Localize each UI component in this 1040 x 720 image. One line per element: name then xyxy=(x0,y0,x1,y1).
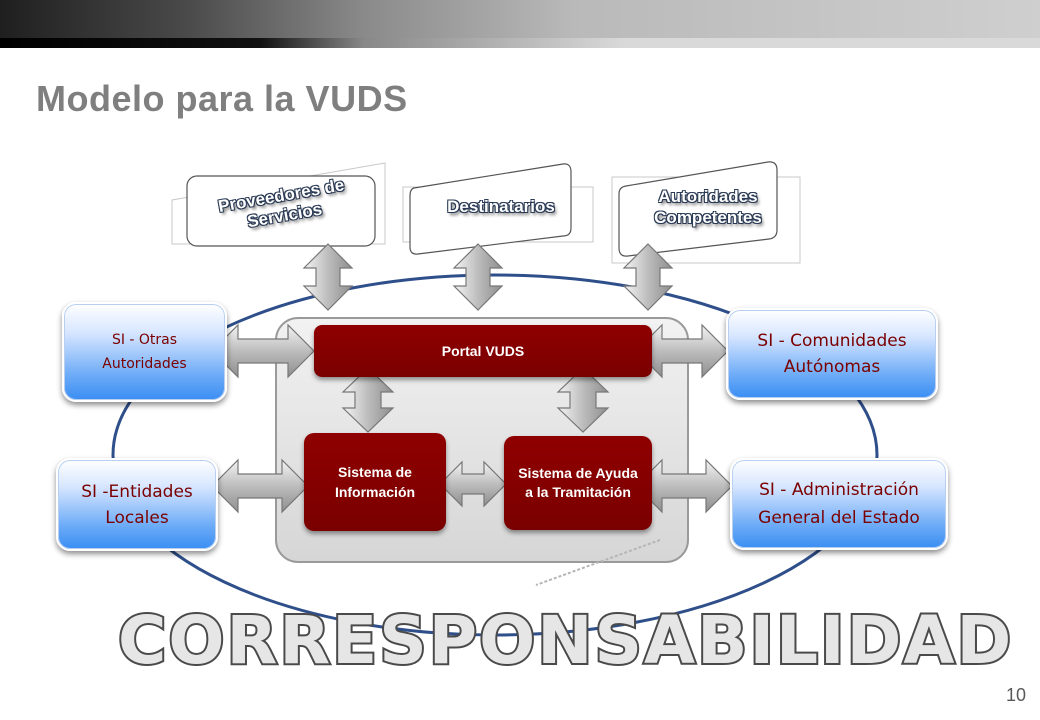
page-number: 10 xyxy=(1005,685,1026,705)
top-banner-stripe xyxy=(0,38,1040,48)
info-system-box: Sistema de Información xyxy=(304,433,446,531)
footer-word: CORRESPONSABILIDAD xyxy=(116,600,1014,681)
si-other-authorities-box: SI - Otras Autoridades xyxy=(62,302,227,402)
arrow-providers-portal xyxy=(302,243,354,311)
portal-vuds-box: Portal VUDS xyxy=(314,325,652,377)
si-state-administration-box: SI - Administración General del Estado xyxy=(730,458,948,550)
arrow-recipients-portal xyxy=(452,243,504,311)
recipients-frame xyxy=(402,163,594,255)
arrow-portal-help-system xyxy=(556,367,610,433)
recipients-label: Destinatarios xyxy=(447,197,555,216)
si-local-entities-box: SI -Entidades Locales xyxy=(56,458,218,551)
outer-ellipse xyxy=(111,273,879,637)
panel-shadow-line xyxy=(535,539,661,586)
arrow-authorities-portal xyxy=(622,243,674,311)
authorities-label: Autoridades Competentes xyxy=(654,187,762,227)
arrow-portal-info-system xyxy=(341,367,395,433)
page-title: Modelo para la VUDS xyxy=(36,78,408,119)
authorities-frame xyxy=(611,161,801,264)
help-system-box: Sistema de Ayuda a la Tramitación xyxy=(504,436,652,530)
providers-frame xyxy=(171,162,386,247)
si-autonomous-communities-box: SI - Comunidades Autónomas xyxy=(726,308,938,400)
